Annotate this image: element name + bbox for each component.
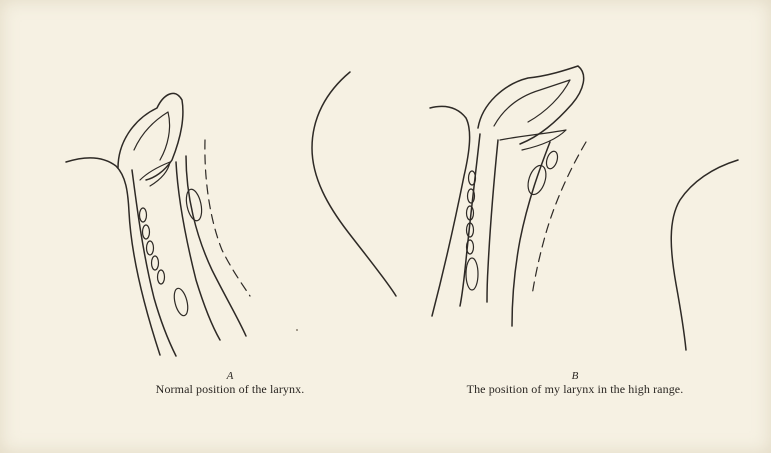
figure-a-drawing	[66, 72, 396, 356]
figure-a-arytenoid	[184, 188, 204, 222]
figure-a-epiglottis	[118, 93, 183, 180]
figure-b-fold	[500, 130, 566, 150]
figure-b-neck-outline	[671, 160, 738, 350]
figure-a-esophagus-wall	[186, 156, 246, 336]
figure-a-ring	[158, 270, 165, 284]
figure-a-ring	[143, 225, 150, 239]
figure-b-epiglottis-inner	[494, 80, 570, 126]
figure-a-anterior-wall	[132, 170, 176, 356]
figure-b-caption-text: The position of my larynx in the high ra…	[420, 382, 730, 397]
figure-b-letter: B	[420, 370, 730, 382]
figure-b-cricoid	[466, 258, 478, 290]
figure-a-ring	[140, 208, 147, 222]
figure-a-caption: A Normal position of the larynx.	[110, 370, 350, 397]
figure-b-drawing	[430, 66, 738, 350]
figure-a-dashed-line	[205, 140, 250, 296]
figure-a-neck-outline	[312, 72, 396, 296]
figure-b-arytenoid	[525, 163, 549, 196]
figure-b-posterior-wall	[487, 140, 498, 302]
figure-a-ring	[147, 241, 154, 255]
figure-b-arytenoid-small	[544, 150, 559, 170]
figure-b-caption: B The position of my larynx in the high …	[420, 370, 730, 397]
figure-a-fold	[140, 162, 170, 186]
paper-speck	[296, 329, 298, 331]
figure-a-caption-text: Normal position of the larynx.	[110, 382, 350, 397]
figure-a-cricoid	[172, 287, 190, 317]
figure-a-posterior-wall	[176, 162, 220, 340]
figure-b-epiglottis	[478, 66, 584, 144]
figure-a-letter: A	[110, 370, 350, 382]
figure-b-esophagus-wall	[512, 142, 550, 326]
figure-a-ring	[152, 256, 159, 270]
